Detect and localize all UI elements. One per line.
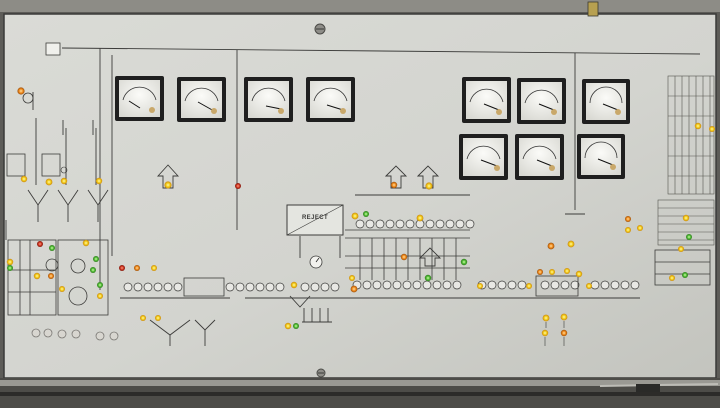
top-hinge [587, 1, 599, 17]
conveyor-roller-icon [123, 219, 640, 292]
analog-meter-icon [517, 78, 566, 124]
top-rim [0, 0, 720, 12]
schematic-lines [5, 47, 701, 346]
indicator-lamp-icon [6, 87, 715, 337]
selector-knobs [31, 328, 119, 341]
tag-box [45, 42, 61, 56]
analog-meter-icon [459, 134, 508, 180]
analog-meter-icon [582, 79, 630, 124]
storage-rack [657, 75, 715, 246]
reject-box [286, 204, 344, 236]
conveyor-frame [183, 229, 711, 297]
analog-meter-icon [115, 76, 164, 121]
latch-clip [636, 384, 660, 392]
analog-meter-icon [306, 77, 355, 122]
analog-meter-icon [177, 77, 226, 122]
left-mimic-block [7, 239, 109, 316]
panel-face [3, 13, 717, 379]
sensor-lamps [544, 321, 565, 346]
analog-meter-icon [515, 134, 564, 180]
analog-meter-icon [462, 77, 511, 123]
screw-icon [314, 23, 326, 35]
analog-meter-icon [577, 134, 625, 179]
reject-label: REJECT [301, 215, 329, 221]
analog-meter-icon [244, 77, 293, 122]
screw-icon [316, 368, 326, 378]
